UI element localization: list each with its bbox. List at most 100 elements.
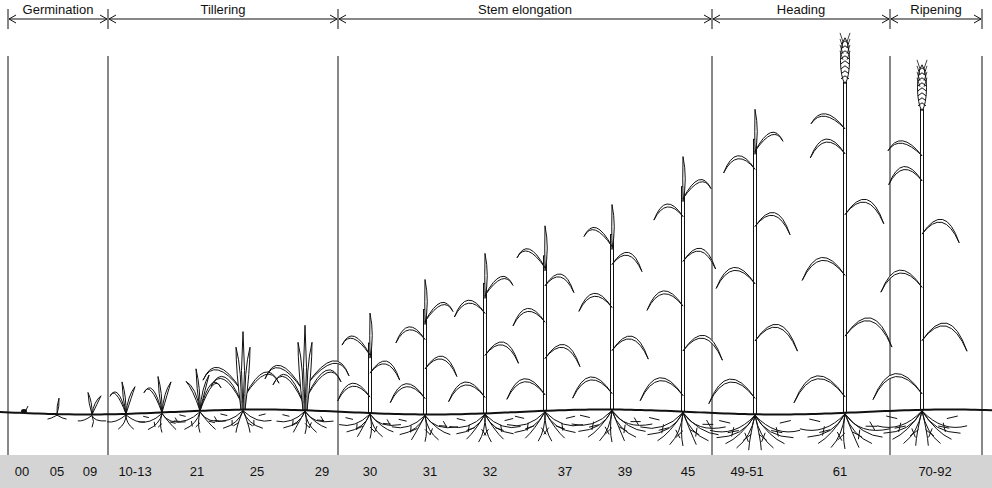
arrow-head [704,15,711,23]
root [184,412,200,430]
root [525,426,534,429]
root [321,416,324,421]
growth-stage-code: 29 [313,464,331,479]
root [253,420,254,426]
leaf [245,347,250,409]
root [387,419,390,425]
phase-label: Heading [774,2,828,17]
stem [844,82,847,413]
leaf [126,387,135,414]
root [485,414,491,442]
root [479,414,485,442]
leaf [485,253,488,298]
phase-separator [338,56,339,455]
wheat-plant [78,393,106,428]
root [507,412,545,426]
root [126,415,134,429]
arrow-head [882,15,889,23]
root [158,424,162,428]
phase-arrow [9,19,107,20]
growth-stage-code: 31 [421,464,439,479]
spikelet [918,98,926,101]
leaf [579,293,612,311]
root [425,416,458,428]
root [818,414,845,444]
root [468,425,469,433]
leaf [342,336,370,355]
growth-stage-code: 45 [679,464,697,479]
root [515,412,546,433]
root [485,414,514,433]
stem [544,256,547,411]
root [305,411,334,422]
root [670,413,683,445]
root [356,426,363,429]
wheat-plant [794,33,892,449]
root [443,421,447,427]
root [845,414,883,437]
awn [840,51,843,60]
stem [611,235,614,410]
growth-stage-code: 21 [188,464,206,479]
root [400,416,425,435]
phase-label: Ripening [907,2,964,17]
root [411,416,425,440]
root [283,411,305,428]
root [682,413,684,446]
root [425,416,450,435]
leaf [612,336,648,359]
growth-stage-code: 39 [616,464,634,479]
root [449,414,485,427]
root [346,418,354,420]
root [118,415,126,429]
leaf [396,327,425,343]
wheat-plant [572,205,653,443]
leaf [211,376,241,401]
wheat-plant [873,60,967,446]
growth-stage-code: 70-92 [916,464,953,479]
root [545,412,583,426]
root [762,433,766,442]
arrow-head [9,15,16,23]
leaf [573,377,612,398]
growth-stage-code: 10-13 [116,464,153,479]
leaf [873,374,922,400]
leaf [612,252,642,271]
root [375,426,378,432]
root [215,411,244,422]
root [808,414,846,437]
root [410,428,417,431]
root [107,415,126,422]
root [605,428,612,435]
awn [917,78,920,87]
spikelet [918,68,926,71]
leaf [298,342,303,410]
spikelet [918,93,926,96]
root [877,411,922,428]
arrow-head [339,15,346,23]
root [161,414,163,433]
root [57,415,67,419]
spikelet [841,76,849,79]
leaf [370,313,373,358]
root [347,414,370,432]
root [578,411,612,432]
root [357,414,370,437]
leaf [485,342,519,363]
root [541,428,546,435]
root [282,415,289,417]
spikelet [841,41,849,44]
root [703,424,714,425]
leaf [162,382,171,413]
leaf [144,388,162,413]
leaf [612,205,615,250]
phase-separator [8,56,9,455]
leaf [236,347,241,409]
leaf [307,361,349,385]
phase-arrow [713,19,889,20]
phase-label: Stem elongation [475,2,575,17]
leaf [683,248,716,269]
root [572,411,612,426]
root [200,412,226,422]
root [755,415,794,437]
